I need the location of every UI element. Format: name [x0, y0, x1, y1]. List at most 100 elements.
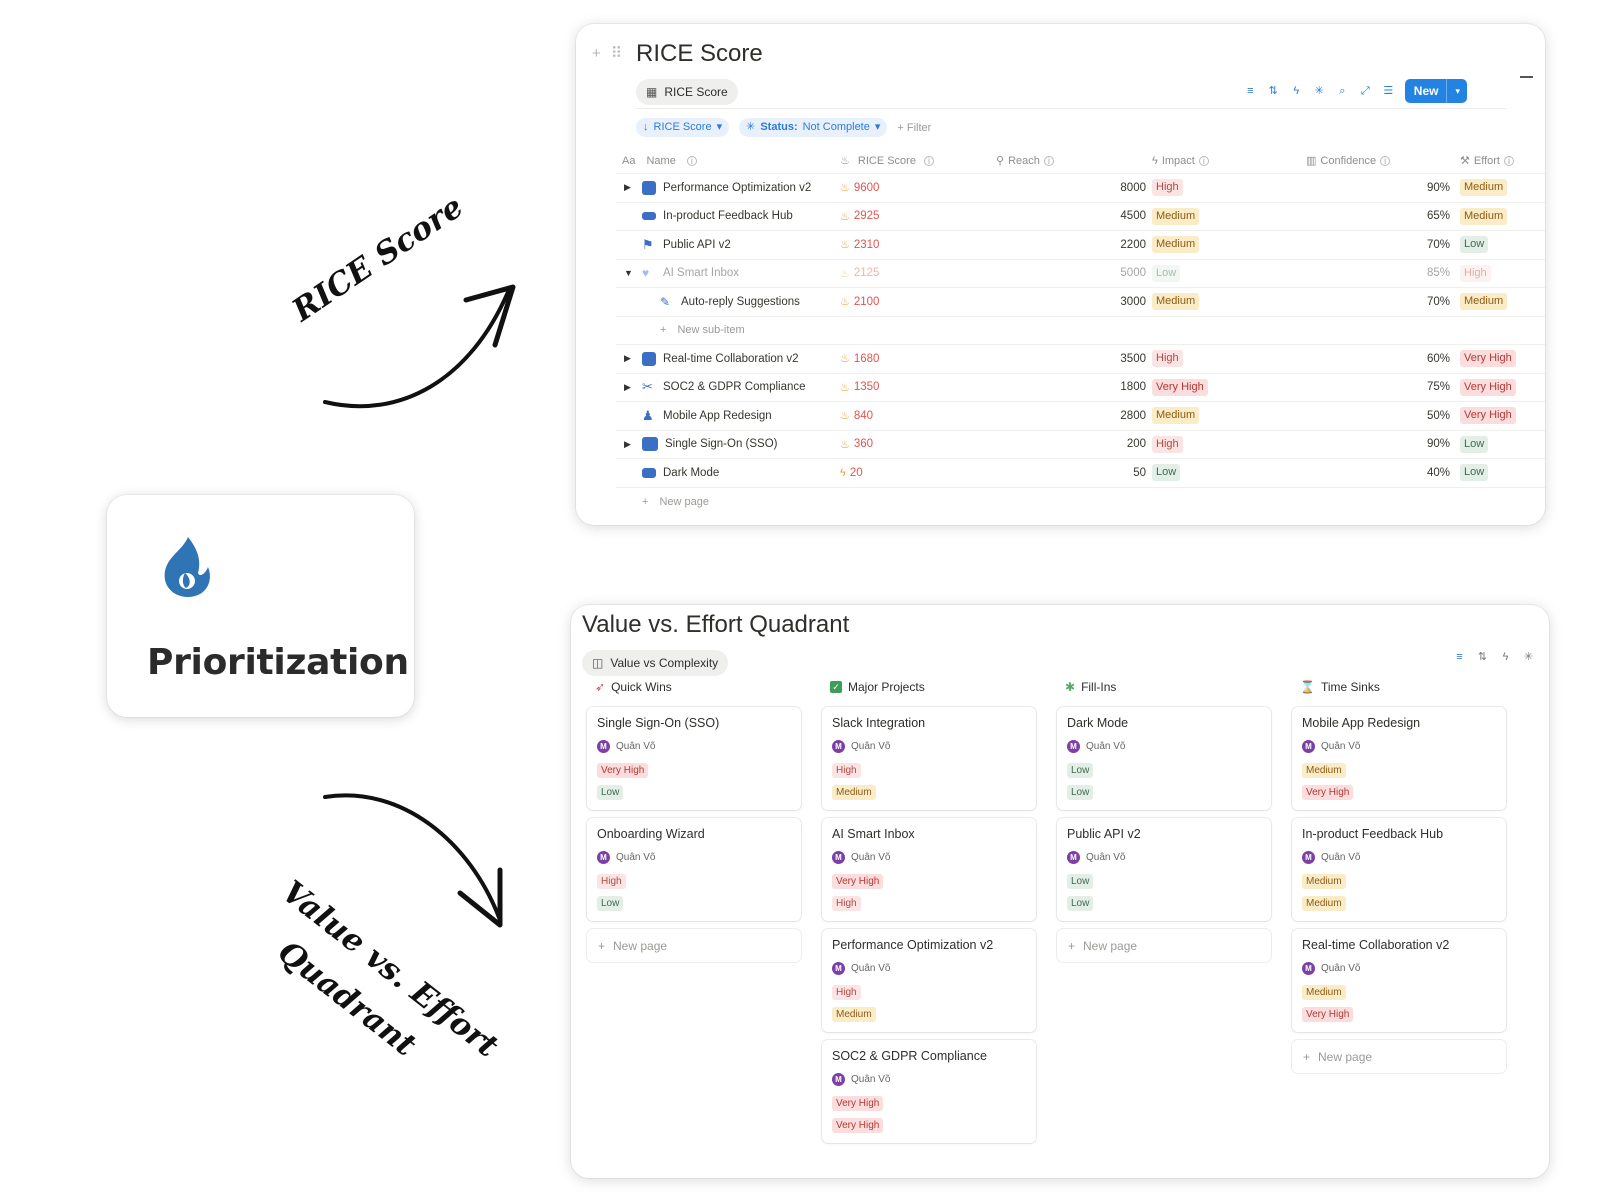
new-sub-item-row[interactable]: +New sub-item — [616, 317, 1545, 345]
filter-icon[interactable]: ≡ — [1456, 651, 1463, 663]
new-page-button[interactable]: +New page — [587, 929, 801, 962]
fire-icon: ♨ — [840, 267, 850, 280]
column-header[interactable]: ✓Major Projects — [822, 675, 1036, 699]
table-row[interactable]: ⚑Public API v2 ♨2310 2200 Medium 70% Low — [616, 231, 1545, 260]
prioritization-card[interactable]: Prioritization — [107, 495, 414, 717]
row-impact-tag: High — [1152, 179, 1183, 197]
card-person: Quân Võ — [851, 852, 891, 863]
sort-icon[interactable]: ⇅ — [1268, 84, 1278, 97]
row-confidence: 50% — [1426, 409, 1450, 422]
calendar-icon — [642, 351, 656, 366]
sort-pill[interactable]: ↓ RICE Score ▾ — [636, 118, 730, 137]
chevron-down-icon[interactable]: ▾ — [1455, 85, 1460, 96]
filter-icon[interactable]: ≡ — [1247, 84, 1254, 97]
column-header[interactable]: ⌛Time Sinks — [1292, 675, 1506, 699]
loader-icon[interactable]: ✳ — [1523, 651, 1534, 663]
card-title: Public API v2 — [1067, 827, 1141, 841]
expand-toggle-icon[interactable]: ▶ — [624, 353, 631, 364]
avatar: M — [1302, 962, 1315, 975]
sort-icon[interactable]: ⇅ — [1477, 651, 1488, 663]
info-icon: i — [1043, 155, 1054, 166]
card-value-tag: Very High — [597, 763, 649, 778]
status-filter-pill[interactable]: ✳ Status: Not Complete ▾ — [739, 118, 888, 137]
column-title: Time Sinks — [1320, 680, 1380, 694]
row-rice-score: 1680 — [853, 352, 880, 365]
table-row[interactable]: ▶ ✂SOC2 & GDPR Compliance ♨1350 1800 Ver… — [616, 374, 1545, 402]
card-value-tag: High — [832, 985, 861, 1000]
new-page-row[interactable]: +New page — [616, 488, 1545, 517]
row-impact-tag: High — [1152, 435, 1183, 453]
add-filter-button[interactable]: + Filter — [897, 122, 931, 134]
card-value-tag: Medium — [1302, 763, 1346, 778]
megaphone-icon — [642, 212, 656, 221]
table-row[interactable]: ▶ Real-time Collaboration v2 ♨1680 3500 … — [616, 345, 1545, 374]
new-page-button[interactable]: +New page — [1057, 929, 1271, 962]
column-header[interactable]: ➶Quick Wins — [587, 675, 801, 699]
search-icon[interactable]: ⌕ — [1339, 84, 1346, 97]
table-row[interactable]: ▼ ♥AI Smart Inbox ♨2125 5000 Low 85% Hig… — [616, 260, 1545, 288]
automation-icon[interactable]: ϟ — [1293, 84, 1300, 97]
row-confidence: 60% — [1426, 352, 1450, 365]
card-effort-tag: Low — [597, 785, 624, 800]
sparkle-icon: ✱ — [1065, 680, 1076, 694]
collapse-toggle-icon[interactable]: ▼ — [624, 268, 633, 279]
row-impact-tag: Medium — [1152, 207, 1200, 225]
card-effort-tag: Very High — [1302, 785, 1354, 800]
expand-toggle-icon[interactable]: ▶ — [624, 381, 631, 392]
row-reach: 4500 — [1120, 210, 1146, 223]
row-effort-tag: Medium — [1460, 179, 1508, 197]
automation-icon[interactable]: ϟ — [1502, 651, 1509, 663]
table-row[interactable]: In-product Feedback Hub ♨2925 4500 Mediu… — [616, 203, 1545, 231]
arrow-down-icon: ↓ — [643, 121, 649, 133]
expand-icon[interactable]: ⤢ — [1360, 84, 1370, 97]
column-header[interactable]: ✱Fill-Ins — [1057, 675, 1271, 699]
collapse-icon[interactable] — [1520, 76, 1533, 78]
table-row[interactable]: ♟Mobile App Redesign ♨840 2800 Medium 50… — [616, 402, 1545, 431]
row-confidence: 70% — [1426, 295, 1450, 308]
rice-view-tab[interactable]: ▦ RICE Score — [636, 79, 738, 105]
table-row[interactable]: ✎Auto-reply Suggestions ♨2100 3000 Mediu… — [616, 288, 1545, 317]
quadrant-view-tab[interactable]: ◫ Value vs Complexity — [582, 650, 729, 676]
row-confidence: 65% — [1426, 210, 1450, 223]
column-header-confidence-label: Confidence — [1320, 154, 1377, 167]
row-effort-tag: High — [1460, 264, 1491, 282]
info-icon: i — [1503, 155, 1514, 166]
expand-toggle-icon[interactable]: ▶ — [624, 438, 631, 449]
card-value-tag: Medium — [1302, 874, 1346, 889]
row-reach: 8000 — [1120, 181, 1146, 194]
new-button[interactable]: New ▾ — [1404, 79, 1467, 103]
new-page-label: New page — [1318, 1049, 1373, 1064]
table-row[interactable]: ▶ Single Sign-On (SSO) ♨360 200 High 90%… — [616, 431, 1545, 459]
card-value-tag: Very High — [832, 1096, 884, 1111]
settings-icon[interactable]: ☰ — [1383, 84, 1394, 97]
block-handle-icon[interactable]: + ⠿ — [592, 45, 625, 62]
new-page-button[interactable]: +New page — [1292, 1040, 1506, 1073]
row-effort-tag: Low — [1460, 464, 1489, 482]
table-row[interactable]: ▶ Performance Optimization v2 ♨9600 8000… — [616, 174, 1545, 203]
expand-toggle-icon[interactable]: ▶ — [624, 182, 631, 193]
checkbox-icon: ✓ — [830, 681, 842, 693]
row-name: Public API v2 — [663, 238, 731, 251]
loader-icon[interactable]: ✳ — [1314, 84, 1324, 97]
info-icon: i — [686, 155, 697, 166]
row-confidence: 40% — [1426, 466, 1450, 479]
